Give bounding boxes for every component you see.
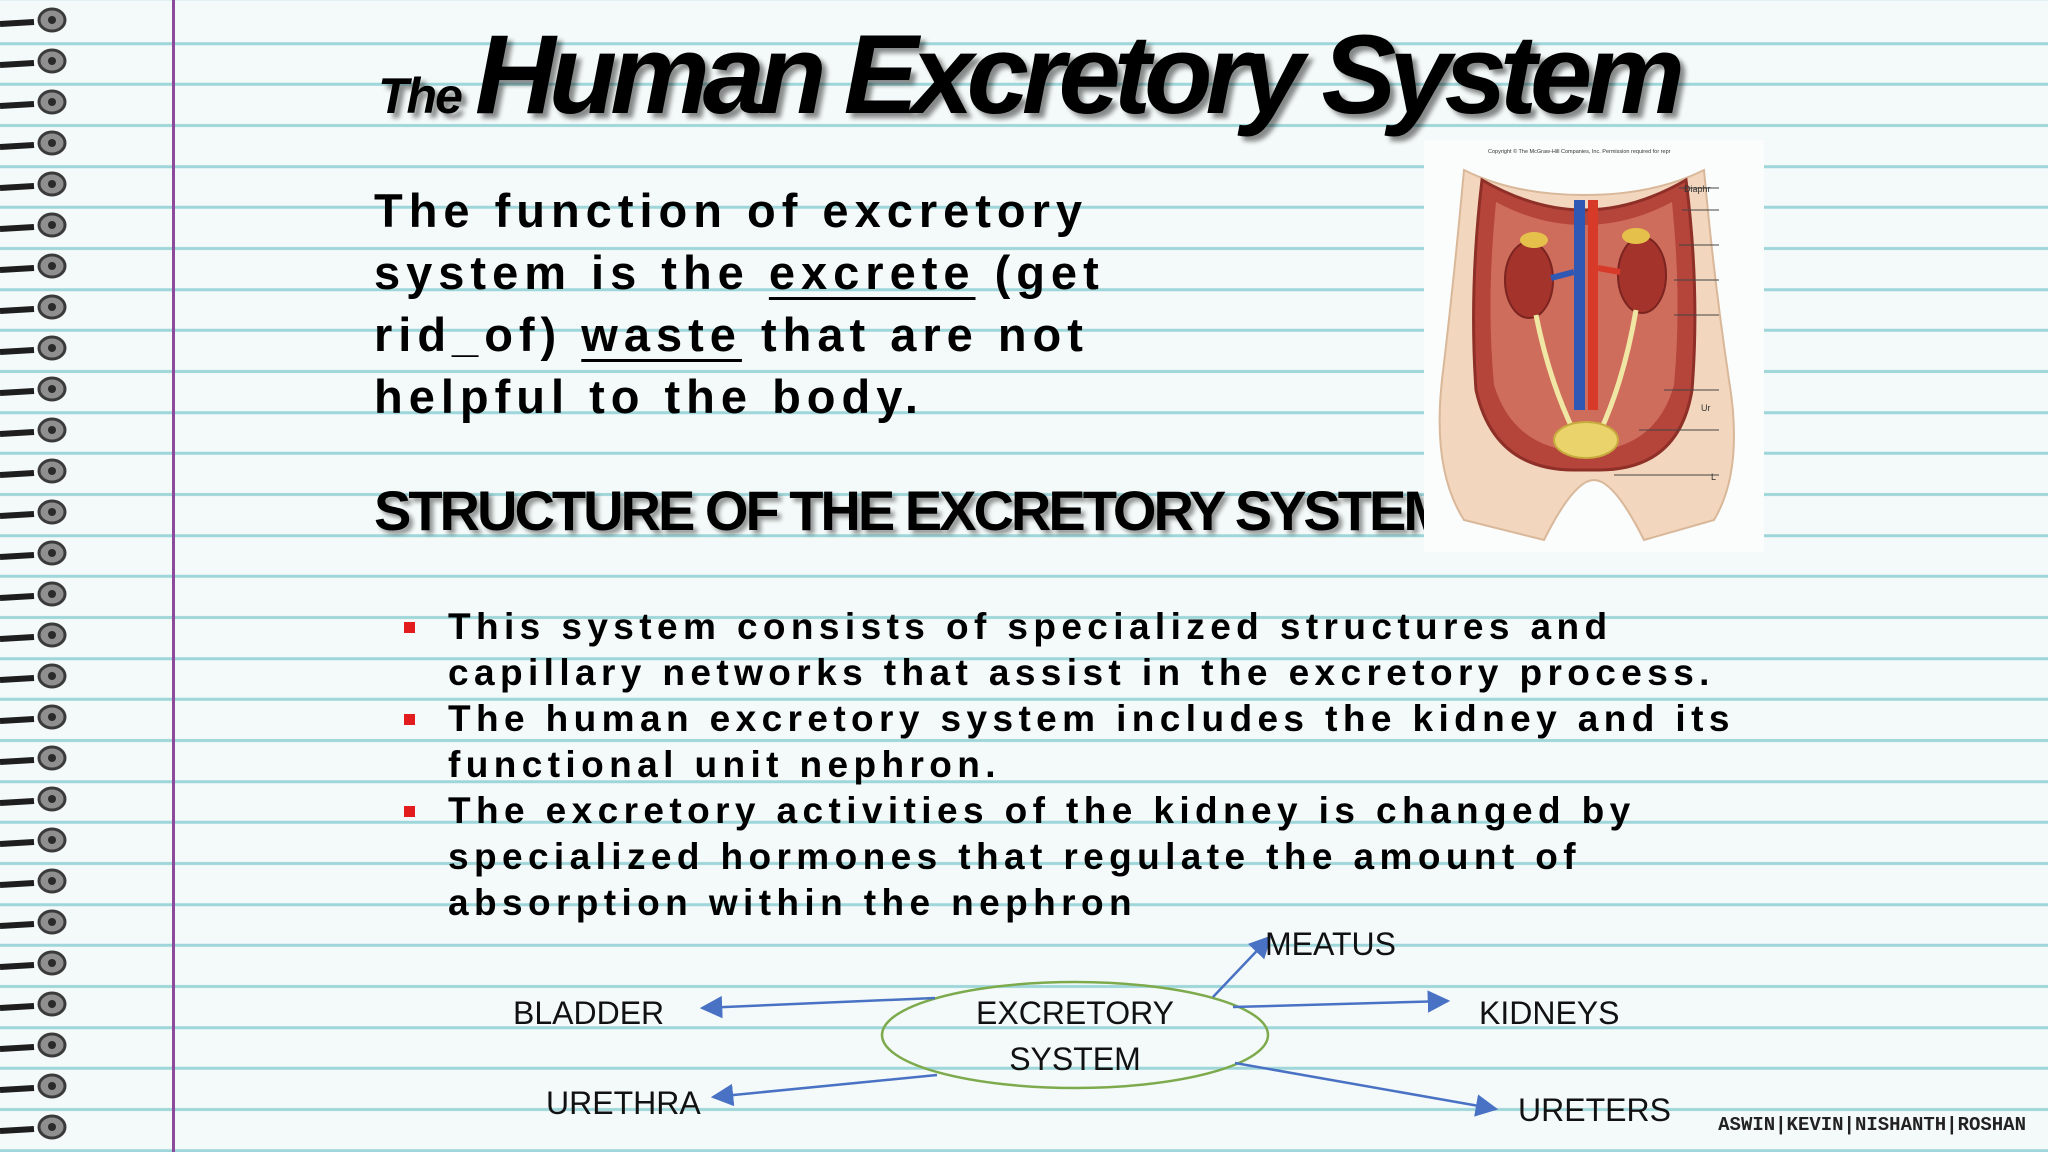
node-kidneys: KIDNEYS bbox=[1479, 995, 1620, 1031]
spiral-hole bbox=[48, 959, 56, 967]
spiral-wire bbox=[0, 839, 35, 847]
spiral-wire bbox=[0, 470, 35, 478]
spiral-wire bbox=[0, 757, 35, 765]
spiral-wire bbox=[0, 19, 35, 27]
spiral-hole bbox=[48, 1000, 56, 1008]
spiral-hole bbox=[48, 590, 56, 598]
bullet-list: This system consists of specialized stru… bbox=[400, 604, 1820, 926]
structure-heading: STRUCTURE OF THE EXCRETORY SYSTEM bbox=[374, 479, 1450, 542]
spiral-wire bbox=[0, 962, 35, 970]
node-meatus: MEATUS bbox=[1265, 926, 1396, 962]
spiral-hole bbox=[48, 508, 56, 516]
spiral-wire bbox=[0, 265, 35, 273]
spiral-hole bbox=[48, 1082, 56, 1090]
spiral-hole bbox=[48, 467, 56, 475]
spiral-wire bbox=[0, 60, 35, 68]
spiral-hole bbox=[48, 1123, 56, 1131]
arrow-to-meatus bbox=[1212, 935, 1272, 998]
spiral-wire bbox=[0, 921, 35, 929]
spiral-wire bbox=[0, 1126, 35, 1134]
spiral-hole bbox=[48, 262, 56, 270]
spiral-hole bbox=[48, 385, 56, 393]
intro-underline-excrete: excrete bbox=[768, 246, 976, 299]
spiral-wire bbox=[0, 101, 35, 109]
spiral-wire bbox=[0, 511, 35, 519]
spiral-wire bbox=[0, 675, 35, 683]
image-label-diaphr: Diaphr bbox=[1684, 184, 1711, 194]
center-label-line1: EXCRETORY bbox=[976, 995, 1174, 1031]
anatomy-illustration: Copyright © The McGraw-Hill Companies, I… bbox=[1424, 140, 1764, 552]
bullet-item: The excretory activities of the kidney i… bbox=[400, 788, 1820, 926]
spiral-binding bbox=[0, 7, 67, 1140]
image-copyright: Copyright © The McGraw-Hill Companies, I… bbox=[1488, 148, 1671, 155]
arrow-to-kidneys bbox=[1232, 990, 1451, 1013]
spiral-wire bbox=[0, 306, 35, 314]
bullet-text: The human excretory system includes the … bbox=[448, 698, 1735, 785]
node-bladder: BLADDER bbox=[513, 995, 665, 1031]
title-prefix: The bbox=[378, 68, 463, 124]
spiral-hole bbox=[48, 549, 56, 557]
spiral-wire bbox=[0, 1044, 35, 1052]
spiral-wire bbox=[0, 183, 35, 191]
spiral-wire bbox=[0, 142, 35, 150]
intro-text-2: (get rid_of) bbox=[374, 246, 1105, 361]
intro-text-3: that are not helpful to the body. bbox=[374, 308, 1089, 423]
arrow-to-ureters bbox=[1234, 1061, 1499, 1117]
spiral-hole bbox=[48, 877, 56, 885]
spiral-wire bbox=[0, 552, 35, 560]
spiral-wire bbox=[0, 880, 35, 888]
spiral-hole bbox=[48, 631, 56, 639]
spiral-wire bbox=[0, 1003, 35, 1011]
bullet-text: This system consists of specialized stru… bbox=[448, 606, 1715, 693]
spiral-hole bbox=[48, 98, 56, 106]
node-urethra: URETHRA bbox=[546, 1085, 701, 1121]
spiral-wire bbox=[0, 634, 35, 642]
spiral-hole bbox=[48, 139, 56, 147]
intro-underline-waste: waste bbox=[581, 308, 742, 361]
authors-credit: ASWIN|KEVIN|NISHANTH|ROSHAN bbox=[1718, 1114, 2026, 1136]
title-main: Human Excretory System bbox=[474, 12, 1685, 137]
center-label-line2: SYSTEM bbox=[1009, 1041, 1141, 1077]
spiral-hole bbox=[48, 754, 56, 762]
intro-paragraph: The function of excretory system is the … bbox=[374, 180, 1234, 428]
spiral-hole bbox=[48, 672, 56, 680]
spiral-wire bbox=[0, 1085, 35, 1093]
spiral-wire bbox=[0, 593, 35, 601]
spiral-hole bbox=[48, 16, 56, 24]
bullet-item: This system consists of specialized stru… bbox=[400, 604, 1820, 696]
spiral-hole bbox=[48, 303, 56, 311]
spiral-hole bbox=[48, 344, 56, 352]
spiral-wire bbox=[0, 347, 35, 355]
spiral-wire bbox=[0, 798, 35, 806]
image-label-l: L bbox=[1711, 472, 1716, 482]
spiral-hole bbox=[48, 1041, 56, 1049]
spiral-wire bbox=[0, 429, 35, 437]
image-label-ur: Ur bbox=[1701, 403, 1711, 413]
notebook-margin-line bbox=[172, 0, 175, 1152]
node-ureters: URETERS bbox=[1518, 1092, 1671, 1128]
spiral-wire bbox=[0, 388, 35, 396]
bullet-marker bbox=[404, 714, 415, 725]
spiral-hole bbox=[48, 918, 56, 926]
spiral-wire bbox=[0, 224, 35, 232]
spiral-hole bbox=[48, 713, 56, 721]
bullet-marker bbox=[404, 622, 415, 633]
bullet-text: The excretory activities of the kidney i… bbox=[448, 790, 1636, 923]
spiral-hole bbox=[48, 180, 56, 188]
spiral-hole bbox=[48, 221, 56, 229]
spiral-hole bbox=[48, 426, 56, 434]
diagram-center-label: EXCRETORY SYSTEM bbox=[930, 990, 1220, 1082]
spiral-hole bbox=[48, 836, 56, 844]
arrow-to-bladder bbox=[699, 995, 936, 1019]
spiral-hole bbox=[48, 795, 56, 803]
intro-text-1: The function of excretory system is the bbox=[374, 184, 1089, 299]
spiral-wire bbox=[0, 716, 35, 724]
bullet-marker bbox=[404, 806, 415, 817]
arrow-to-urethra bbox=[710, 1073, 938, 1107]
spiral-hole bbox=[48, 57, 56, 65]
bullet-item: The human excretory system includes the … bbox=[400, 696, 1820, 788]
